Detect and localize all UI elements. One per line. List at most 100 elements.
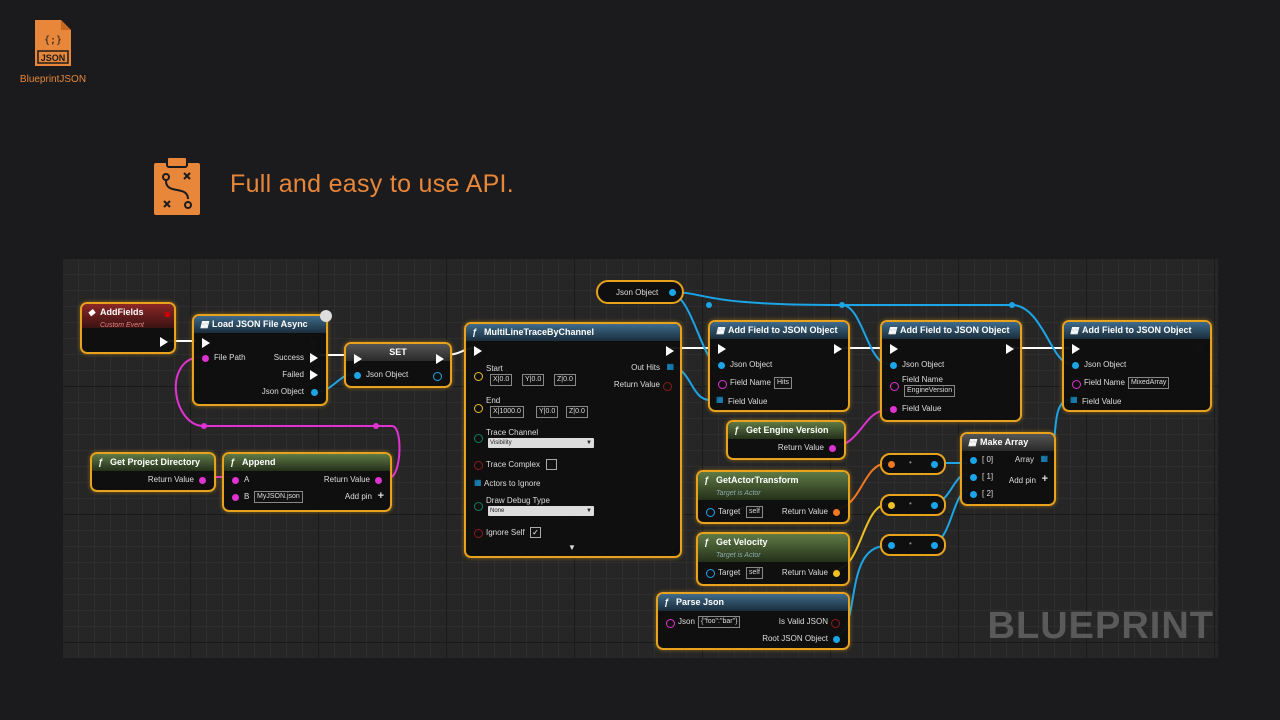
- trace-channel-select[interactable]: Visibility: [488, 438, 594, 448]
- target-pin[interactable]: [706, 508, 715, 517]
- input-pin[interactable]: [888, 461, 895, 468]
- json-object-in-pin[interactable]: [354, 372, 361, 379]
- exec-in-pin[interactable]: [890, 344, 898, 354]
- json-input[interactable]: {"foo":"bar"}: [698, 616, 741, 628]
- node-title: Add Field to JSON Object: [900, 325, 1010, 335]
- out-hits-array-pin[interactable]: ▦: [666, 362, 674, 371]
- exec-in-pin[interactable]: [474, 346, 482, 356]
- ignore-self-pin[interactable]: [474, 529, 483, 538]
- plus-icon[interactable]: +: [377, 490, 384, 502]
- field-name-input[interactable]: EngineVersion: [904, 385, 956, 397]
- output-pin[interactable]: [931, 461, 938, 468]
- root-json-object-pin[interactable]: [833, 636, 840, 643]
- trace-complex-checkbox[interactable]: [546, 459, 557, 470]
- start-z-input[interactable]: Z|0.0: [554, 374, 576, 386]
- output-pin[interactable]: [931, 502, 938, 509]
- array-in-2-pin[interactable]: [970, 491, 977, 498]
- convert-object-node[interactable]: •: [880, 534, 946, 556]
- return-value-pin[interactable]: [199, 477, 206, 484]
- array-in-0-pin[interactable]: [970, 457, 977, 464]
- json-object-out-pin[interactable]: [433, 372, 442, 381]
- b-pin[interactable]: [232, 494, 239, 501]
- target-input[interactable]: self: [746, 506, 763, 518]
- a-pin[interactable]: [232, 477, 239, 484]
- set-variable-node[interactable]: SET Json Object: [344, 342, 452, 388]
- convert-vector-node[interactable]: •: [880, 494, 946, 516]
- json-object-pin[interactable]: [890, 362, 897, 369]
- output-pin[interactable]: [931, 542, 938, 549]
- delegate-pin[interactable]: [165, 312, 170, 317]
- exec-in-pin[interactable]: [202, 338, 210, 348]
- draw-debug-pin[interactable]: [474, 502, 483, 511]
- add-field-to-json-object-node-2[interactable]: ▦Add Field to JSON Object Json Object Fi…: [880, 320, 1022, 422]
- load-json-file-async-node[interactable]: ▦Load JSON File Async File Path Success …: [192, 310, 332, 406]
- target-pin[interactable]: [706, 569, 715, 578]
- exec-out-pin[interactable]: [310, 338, 318, 348]
- field-name-input[interactable]: Hits: [774, 377, 793, 389]
- array-in-1-pin[interactable]: [970, 474, 977, 481]
- exec-out-pin[interactable]: [436, 354, 444, 364]
- add-field-to-json-object-node-3[interactable]: ▦Add Field to JSON Object Json Object Fi…: [1062, 320, 1212, 412]
- exec-out-pin[interactable]: [666, 346, 674, 356]
- pin-label: A: [244, 475, 250, 484]
- start-y-input[interactable]: Y|0.0: [522, 374, 545, 386]
- start-pin[interactable]: [474, 372, 483, 381]
- end-x-input[interactable]: X|1000.0: [490, 406, 524, 418]
- file-path-pin[interactable]: [202, 355, 209, 362]
- return-value-pin[interactable]: [375, 477, 382, 484]
- exec-out-pin[interactable]: [1006, 344, 1014, 354]
- make-array-node[interactable]: ▦Make Array [ 0] [ 1] [ 2] Array ▦ Add p…: [960, 432, 1056, 506]
- plus-icon[interactable]: +: [1041, 473, 1048, 485]
- input-pin[interactable]: [888, 502, 895, 509]
- field-value-pin[interactable]: [890, 406, 897, 413]
- failed-exec-pin[interactable]: [310, 370, 318, 380]
- end-z-input[interactable]: Z|0.0: [566, 406, 588, 418]
- trace-complex-pin[interactable]: [474, 461, 483, 470]
- end-pin[interactable]: [474, 404, 483, 413]
- json-object-pin[interactable]: [311, 389, 318, 396]
- exec-in-pin[interactable]: [718, 344, 726, 354]
- json-object-pin[interactable]: [718, 362, 725, 369]
- target-input[interactable]: self: [746, 567, 763, 579]
- add-field-to-json-object-node-1[interactable]: ▦Add Field to JSON Object Json Object Fi…: [708, 320, 850, 412]
- json-object-variable-node[interactable]: Json Object: [596, 280, 684, 304]
- input-pin[interactable]: [888, 542, 895, 549]
- json-pin[interactable]: [666, 619, 675, 628]
- end-y-input[interactable]: Y|0.0: [536, 406, 559, 418]
- ignore-self-checkbox[interactable]: ✓: [530, 527, 541, 538]
- function-icon: ▦: [888, 325, 897, 335]
- field-name-pin[interactable]: [1072, 380, 1081, 389]
- field-name-pin[interactable]: [890, 382, 899, 391]
- json-object-pin[interactable]: [669, 289, 676, 296]
- expand-arrow-icon[interactable]: ▼: [568, 543, 576, 552]
- exec-in-pin[interactable]: [1072, 344, 1080, 354]
- return-value-pin[interactable]: [833, 509, 840, 516]
- field-name-input[interactable]: MixedArray: [1128, 377, 1170, 389]
- start-x-input[interactable]: X|0.0: [490, 374, 513, 386]
- convert-transform-node[interactable]: •: [880, 453, 946, 475]
- return-value-pin[interactable]: [833, 570, 840, 577]
- return-value-pin[interactable]: [829, 445, 836, 452]
- success-exec-pin[interactable]: [310, 353, 318, 363]
- json-object-pin[interactable]: [1072, 362, 1079, 369]
- exec-out-pin[interactable]: [160, 337, 168, 347]
- is-valid-pin[interactable]: [831, 619, 840, 628]
- draw-debug-select[interactable]: None: [488, 506, 594, 516]
- exec-in-pin[interactable]: [354, 354, 362, 364]
- exec-out-pin[interactable]: [1196, 344, 1204, 354]
- field-name-pin[interactable]: [718, 380, 727, 389]
- exec-out-pin[interactable]: [834, 344, 842, 354]
- trace-channel-pin[interactable]: [474, 434, 483, 443]
- return-value-pin[interactable]: [663, 382, 672, 391]
- array-out-pin[interactable]: ▦: [1040, 454, 1048, 463]
- b-value-input[interactable]: MyJSON.json: [254, 491, 303, 503]
